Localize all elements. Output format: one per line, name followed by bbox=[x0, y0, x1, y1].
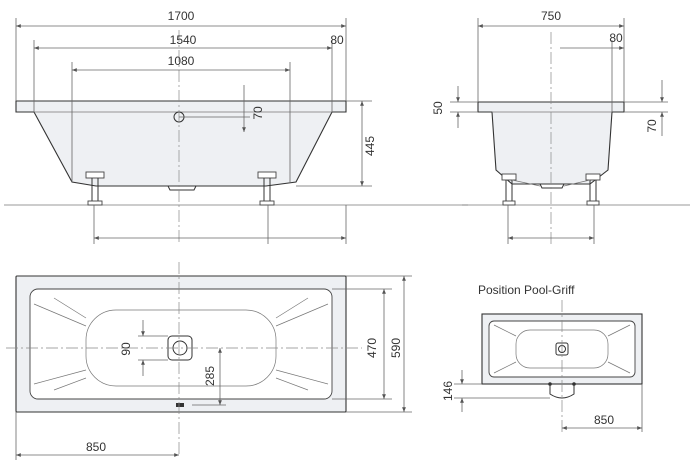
dim-label-445: 445 bbox=[363, 136, 377, 156]
dim-label-top-850: 850 bbox=[86, 440, 106, 454]
dim-label-end-80: 80 bbox=[609, 31, 623, 45]
dim-label-pool-850: 850 bbox=[594, 413, 614, 427]
end-view-leg-left bbox=[501, 173, 517, 206]
side-view-drain bbox=[167, 185, 197, 191]
end-view-leg-right bbox=[585, 173, 601, 206]
dim-label-rim-80: 80 bbox=[330, 33, 344, 47]
top-view-overflow bbox=[176, 403, 184, 407]
dim-label-end-70: 70 bbox=[645, 119, 659, 133]
dim-label-285: 285 bbox=[203, 366, 217, 386]
end-view: 750 80 50 70 bbox=[431, 9, 690, 244]
dim-label-top-90: 90 bbox=[119, 342, 133, 356]
dim-label-146: 146 bbox=[441, 381, 455, 401]
top-view-inner-basin bbox=[29, 288, 333, 400]
side-view-leg-left bbox=[85, 171, 105, 206]
top-view: 90 285 470 590 850 bbox=[6, 262, 412, 460]
dim-label-750: 750 bbox=[541, 9, 561, 23]
side-view-leg-right bbox=[257, 171, 277, 206]
dim-label-1700: 1700 bbox=[168, 9, 195, 23]
pool-grip-view: Position Pool-Griff 146 850 bbox=[441, 283, 643, 432]
pool-grip-handle bbox=[549, 384, 575, 399]
side-view: 1700 1540 80 1080 70 445 bbox=[4, 9, 468, 244]
pool-grip-caption: Position Pool-Griff bbox=[478, 283, 575, 297]
dim-label-590: 590 bbox=[389, 338, 403, 358]
end-view-drain bbox=[539, 183, 565, 189]
dim-label-drain-70: 70 bbox=[251, 106, 265, 120]
dim-label-1540: 1540 bbox=[170, 33, 197, 47]
dim-label-1080: 1080 bbox=[168, 54, 195, 68]
dim-label-470: 470 bbox=[365, 338, 379, 358]
dim-label-rim-50: 50 bbox=[431, 101, 445, 115]
side-view-tub-body bbox=[15, 100, 347, 187]
